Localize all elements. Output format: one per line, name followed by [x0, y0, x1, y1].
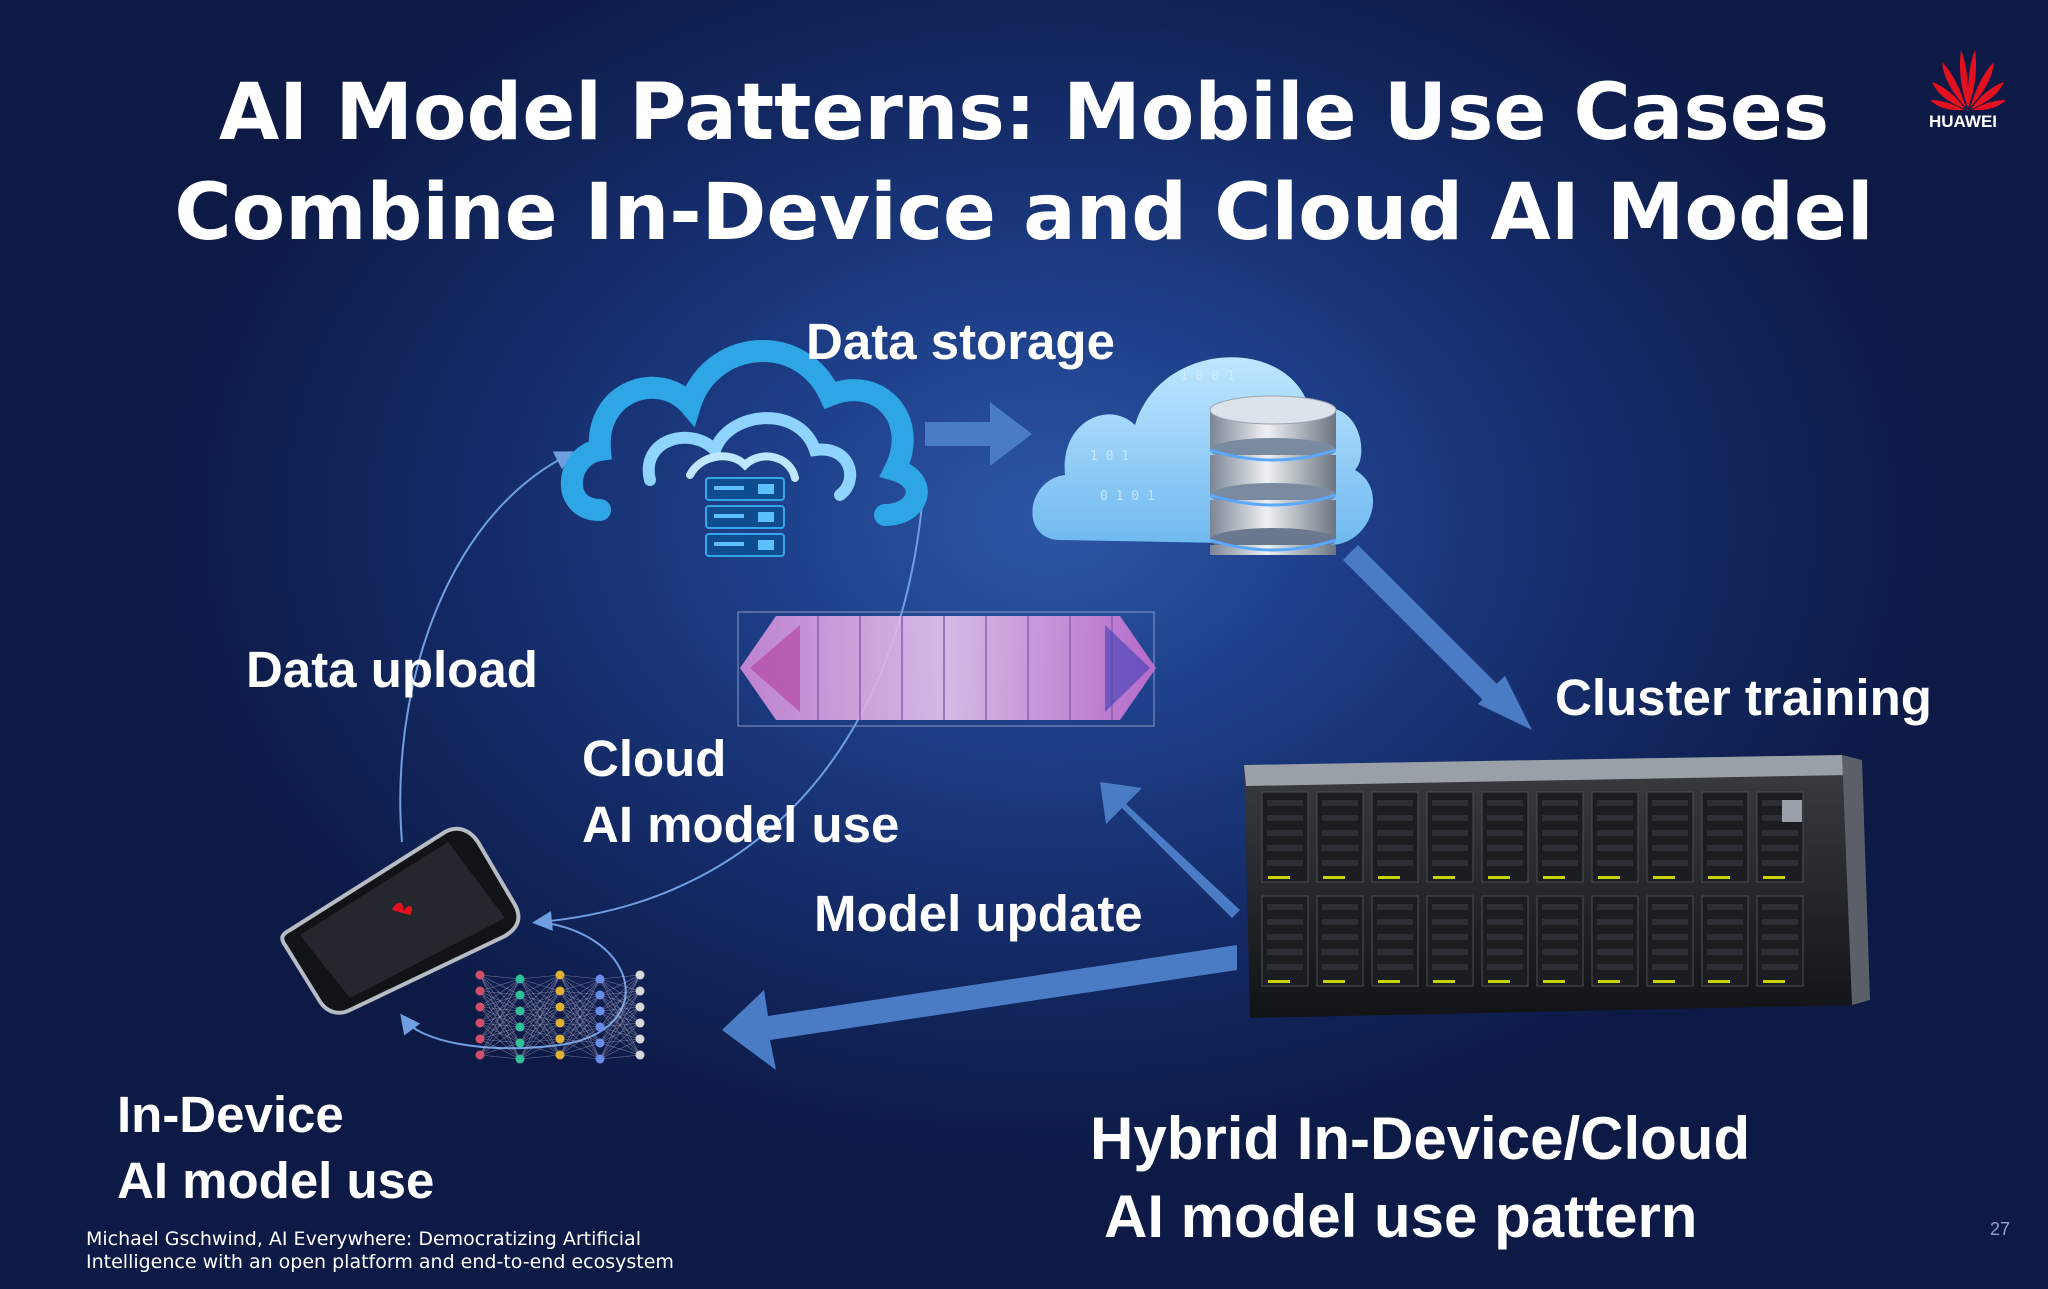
- slide-title-line2: Combine In-Device and Cloud AI Model: [174, 168, 1874, 258]
- server-rack-icon: [1244, 755, 1870, 1018]
- cloud-server-icon: [560, 340, 928, 557]
- label-in-device: In-Device AI model use: [117, 1082, 434, 1214]
- svg-text:1 0 1: 1 0 1: [1090, 449, 1129, 464]
- label-model-update: Model update: [814, 885, 1143, 942]
- label-hybrid-line1: Hybrid In-Device/Cloud: [1090, 1105, 1751, 1172]
- model-update-arrow: [722, 945, 1237, 1070]
- footer-line2: Intelligence with an open platform and e…: [86, 1251, 674, 1273]
- label-cluster-training: Cluster training: [1555, 669, 1932, 726]
- label-data-upload: Data upload: [246, 641, 538, 698]
- label-in-device-line2: AI model use: [117, 1152, 435, 1209]
- neural-network-icon: [475, 970, 645, 1064]
- page-number: 27: [1989, 1219, 2010, 1239]
- footer-citation: Michael Gschwind, AI Everywhere: Democra…: [86, 1228, 674, 1274]
- cloud-model-arrow: [1100, 782, 1240, 918]
- label-data-storage: Data storage: [806, 313, 1115, 370]
- label-in-device-line1: In-Device: [117, 1086, 344, 1143]
- database-cloud-icon: 1 0 10 1 0 1 1 0 0 10 1 1: [1032, 357, 1374, 555]
- footer-line1: Michael Gschwind, AI Everywhere: Democra…: [86, 1228, 641, 1250]
- label-cloud-use-line1: Cloud: [582, 730, 727, 787]
- cloud-use-arrow: [532, 504, 923, 931]
- huawei-logo-icon: [1930, 50, 2006, 111]
- data-upload-arrow: [399, 451, 576, 843]
- label-cloud-use-line2: AI model use: [582, 796, 900, 853]
- model-tensor-icon: [737, 611, 1156, 727]
- label-hybrid-line2: AI model use pattern: [1104, 1183, 1698, 1250]
- slide-title-line1: AI Model Patterns: Mobile Use Cases: [218, 68, 1830, 158]
- logo-text: HUAWEI: [1929, 112, 1997, 131]
- storage-arrow: [925, 402, 1032, 466]
- svg-text:0 1 0 1: 0 1 0 1: [1100, 489, 1155, 504]
- svg-text:1 0 0 1: 1 0 0 1: [1180, 369, 1235, 384]
- smartphone-icon: [280, 826, 521, 1015]
- label-hybrid: Hybrid In-Device/Cloud AI model use patt…: [1090, 1100, 1750, 1256]
- label-cloud-use: Cloud AI model use: [582, 726, 899, 858]
